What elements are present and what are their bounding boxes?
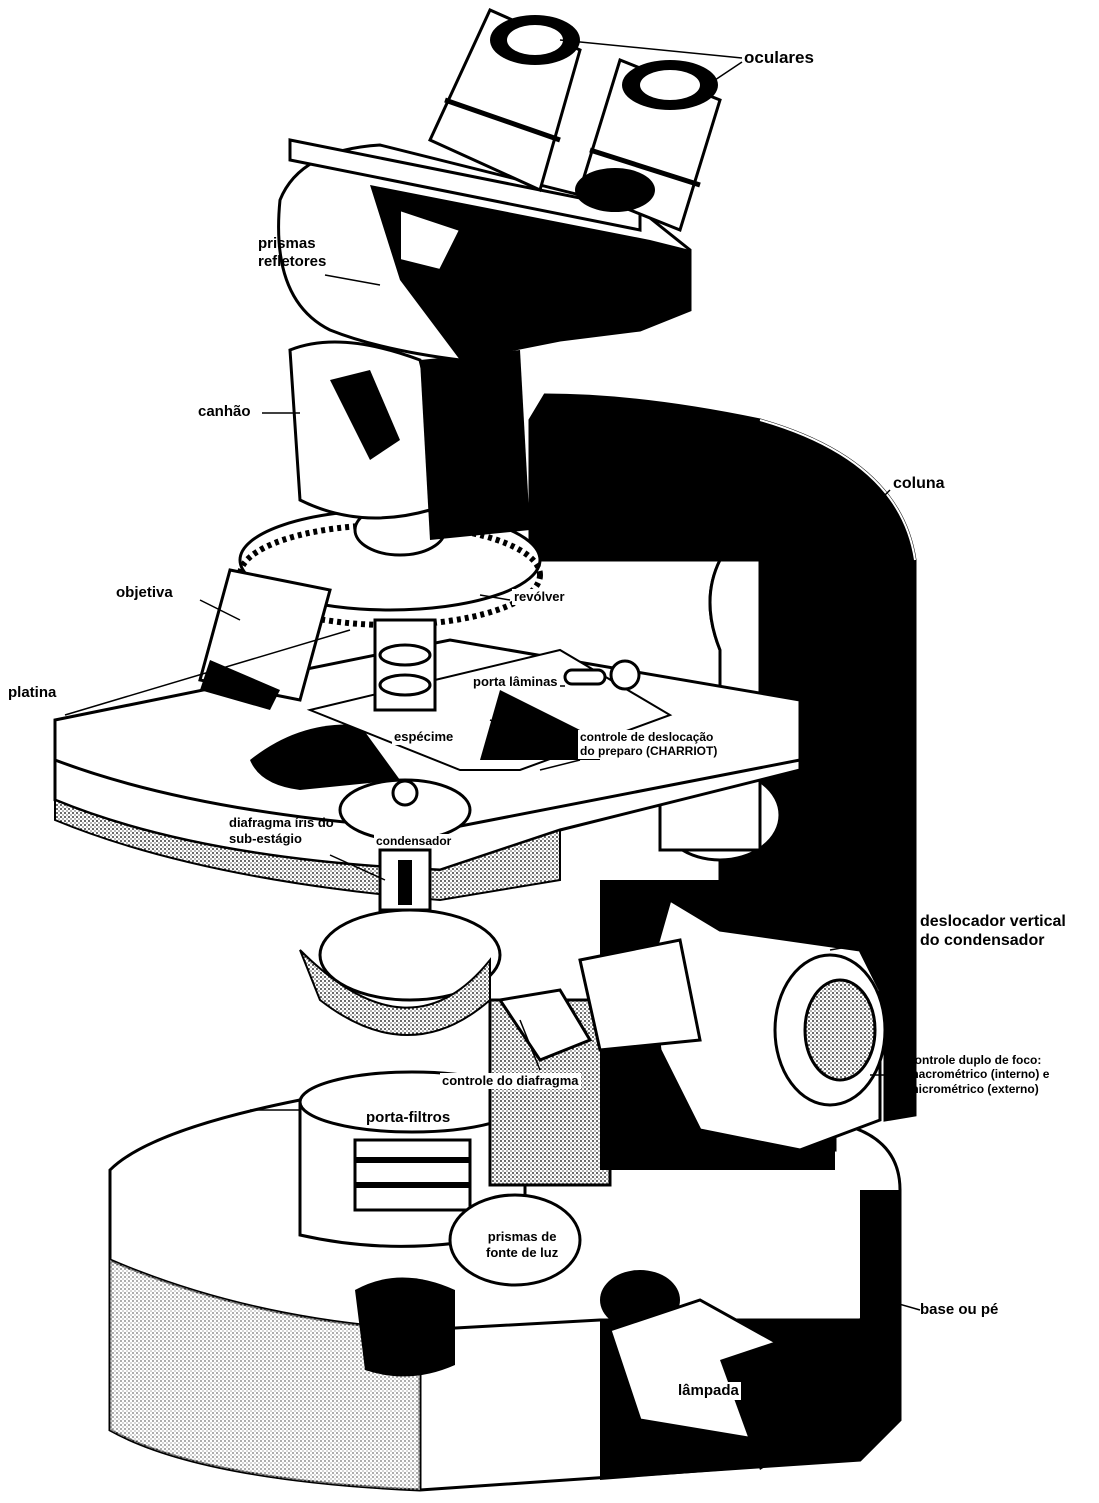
label-line: micrométrico (externo) <box>908 1082 1049 1096</box>
label-oculares: oculares <box>744 48 814 68</box>
label-controle-duplo-foco: controle duplo de foco: macrométrico (in… <box>908 1053 1049 1096</box>
label-line: diafragma íris do <box>229 815 334 831</box>
label-controle-diafragma: controle do diafragma <box>440 1073 581 1089</box>
label-line: do condensador <box>920 931 1066 950</box>
label-prismas-refletores: prismas refletores <box>258 235 326 271</box>
label-line: fonte de luz <box>486 1245 558 1261</box>
label-line: controle duplo de foco: <box>908 1053 1049 1067</box>
label-line: prismas de <box>486 1229 558 1245</box>
label-diafragma-iris: diafragma íris do sub-estágio <box>229 815 334 846</box>
label-porta-filtros: porta-filtros <box>366 1109 450 1127</box>
label-lampada: lâmpada <box>676 1382 741 1400</box>
label-prismas-fonte-luz: prismas de fonte de luz <box>486 1229 558 1260</box>
label-coluna: coluna <box>893 474 945 493</box>
label-line: prismas <box>258 235 326 253</box>
label-objetiva: objetiva <box>116 584 173 602</box>
label-platina: platina <box>8 684 56 702</box>
body-tube <box>290 342 530 540</box>
label-controle-deslocacao: controle de deslocação do preparo (CHARR… <box>578 730 719 759</box>
label-revolver: revólver <box>512 589 567 605</box>
label-canhao: canhão <box>198 403 251 421</box>
label-line: deslocador vertical <box>920 912 1066 931</box>
label-condensador: condensador <box>374 834 453 848</box>
label-line: sub-estágio <box>229 831 334 847</box>
label-especime: espécime <box>392 729 455 745</box>
label-base-ou-pe: base ou pé <box>920 1301 998 1319</box>
label-line: controle de deslocação <box>580 730 717 744</box>
label-line: macrométrico (interno) e <box>908 1067 1049 1081</box>
label-line: do preparo (CHARRIOT) <box>580 744 717 758</box>
label-deslocador-vertical: deslocador vertical do condensador <box>920 912 1066 950</box>
label-porta-laminas: porta lâminas <box>471 674 560 690</box>
label-line: refletores <box>258 253 326 271</box>
